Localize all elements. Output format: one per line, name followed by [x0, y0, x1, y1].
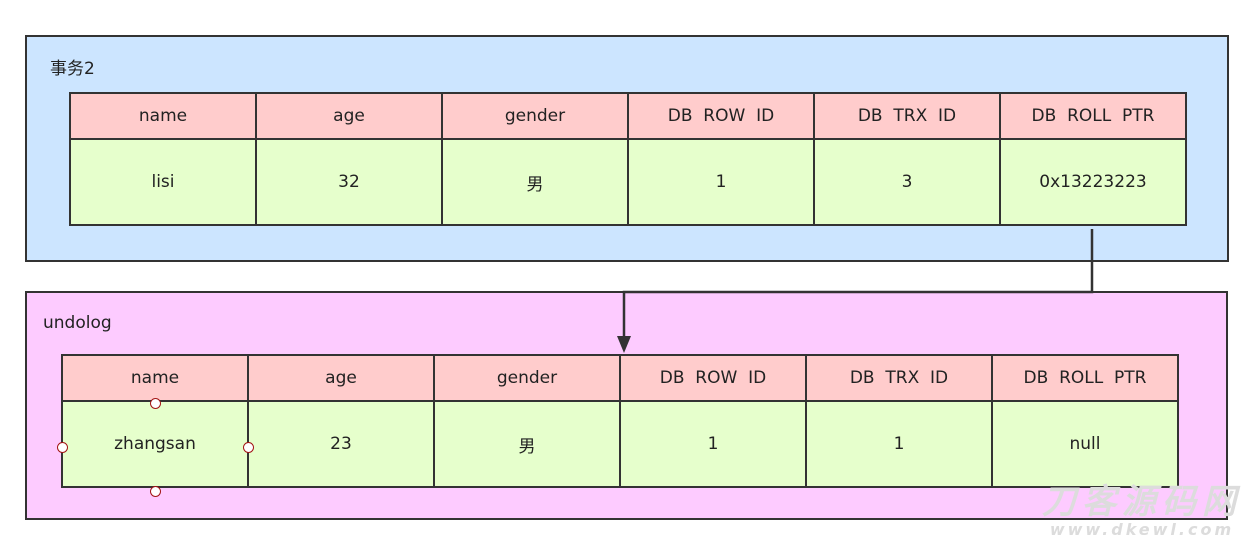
value-age: 23	[247, 400, 435, 488]
value-age: 32	[255, 138, 443, 226]
resize-handle-left[interactable]	[57, 442, 68, 453]
header-age: age	[255, 92, 443, 140]
site-watermark: 刀客源码网 www.dkewl.com	[1042, 483, 1242, 539]
undolog-header-row: name age gender DB ROW ID DB TRX ID DB R…	[61, 354, 1179, 402]
header-db-row-id: DB ROW ID	[627, 92, 815, 140]
transaction-value-row: lisi 32 男 1 3 0x13223223	[69, 138, 1187, 226]
transaction-record-table: name age gender DB ROW ID DB TRX ID DB R…	[69, 92, 1187, 226]
watermark-logo-text: 刀客源码网	[1042, 482, 1242, 522]
arrowhead-icon	[617, 336, 631, 353]
header-db-trx-id: DB TRX ID	[813, 92, 1001, 140]
value-name: lisi	[69, 138, 257, 226]
header-age: age	[247, 354, 435, 402]
value-db-trx-id: 1	[805, 400, 993, 488]
header-db-trx-id: DB TRX ID	[805, 354, 993, 402]
value-name[interactable]: zhangsan	[61, 400, 249, 488]
header-name: name	[69, 92, 257, 140]
undolog-value-row: zhangsan 23 男 1 1 null	[61, 400, 1179, 488]
resize-handle-right[interactable]	[243, 442, 254, 453]
undolog-title: undolog	[43, 313, 112, 333]
value-db-row-id: 1	[627, 138, 815, 226]
transaction-title: 事务2	[50, 59, 95, 79]
resize-handle-bottom[interactable]	[150, 486, 161, 497]
header-db-roll-ptr: DB ROLL PTR	[991, 354, 1179, 402]
value-db-roll-ptr: 0x13223223	[999, 138, 1187, 226]
value-db-trx-id: 3	[813, 138, 1001, 226]
value-db-row-id: 1	[619, 400, 807, 488]
header-db-row-id: DB ROW ID	[619, 354, 807, 402]
watermark-url: www.dkewl.com	[1049, 520, 1235, 539]
header-name: name	[61, 354, 249, 402]
resize-handle-top[interactable]	[150, 398, 161, 409]
header-gender: gender	[441, 92, 629, 140]
transaction-header-row: name age gender DB ROW ID DB TRX ID DB R…	[69, 92, 1187, 140]
connector-line	[622, 229, 1094, 338]
header-db-roll-ptr: DB ROLL PTR	[999, 92, 1187, 140]
value-gender: 男	[441, 138, 629, 226]
value-gender: 男	[433, 400, 621, 488]
undolog-record-table: name age gender DB ROW ID DB TRX ID DB R…	[61, 354, 1179, 488]
value-db-roll-ptr: null	[991, 400, 1179, 488]
header-gender: gender	[433, 354, 621, 402]
